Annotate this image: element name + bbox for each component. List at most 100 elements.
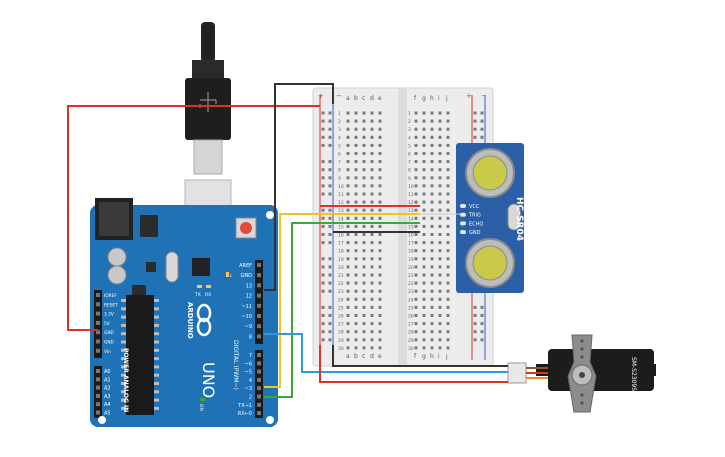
- breadboard-hole[interactable]: [370, 314, 374, 317]
- rail-hole[interactable]: [328, 208, 332, 212]
- breadboard-hole[interactable]: [370, 249, 374, 253]
- breadboard-hole[interactable]: [446, 330, 450, 334]
- breadboard-hole[interactable]: [362, 216, 366, 220]
- breadboard-hole[interactable]: [370, 216, 374, 220]
- rail-hole[interactable]: [480, 338, 484, 342]
- header-pin[interactable]: [96, 330, 100, 335]
- sensor-pin[interactable]: [460, 204, 466, 208]
- rail-hole[interactable]: [321, 289, 325, 293]
- rail-hole[interactable]: [321, 143, 325, 147]
- header-pin[interactable]: [96, 393, 100, 398]
- breadboard-hole[interactable]: [354, 200, 358, 204]
- rail-hole[interactable]: [321, 168, 325, 172]
- rail-hole[interactable]: [321, 305, 325, 309]
- breadboard-hole[interactable]: [354, 305, 358, 309]
- rail-hole[interactable]: [473, 135, 477, 139]
- breadboard-hole[interactable]: [438, 176, 442, 180]
- breadboard-hole[interactable]: [438, 168, 442, 172]
- header-pin[interactable]: [96, 402, 100, 407]
- breadboard-hole[interactable]: [438, 152, 442, 155]
- breadboard-hole[interactable]: [414, 330, 418, 334]
- breadboard-hole[interactable]: [370, 127, 374, 131]
- rail-hole[interactable]: [328, 241, 332, 245]
- breadboard-hole[interactable]: [370, 265, 374, 269]
- breadboard-hole[interactable]: [370, 346, 374, 350]
- breadboard-hole[interactable]: [414, 257, 418, 261]
- breadboard-hole[interactable]: [446, 297, 450, 301]
- rail-hole[interactable]: [328, 265, 332, 269]
- breadboard-hole[interactable]: [446, 233, 450, 236]
- breadboard-hole[interactable]: [438, 249, 442, 253]
- breadboard-hole[interactable]: [414, 208, 418, 212]
- rail-hole[interactable]: [321, 135, 325, 139]
- rail-hole[interactable]: [328, 119, 332, 123]
- rail-hole[interactable]: [480, 330, 484, 334]
- breadboard-hole[interactable]: [362, 224, 366, 228]
- rail-hole[interactable]: [328, 143, 332, 147]
- breadboard-hole[interactable]: [354, 192, 358, 196]
- breadboard-hole[interactable]: [430, 322, 434, 326]
- rail-hole[interactable]: [328, 192, 332, 196]
- breadboard-hole[interactable]: [430, 119, 434, 123]
- rail-hole[interactable]: [328, 322, 332, 326]
- breadboard-hole[interactable]: [354, 135, 358, 139]
- breadboard-hole[interactable]: [362, 168, 366, 172]
- header-pin[interactable]: [257, 303, 261, 308]
- header-pin[interactable]: [257, 386, 261, 391]
- breadboard-hole[interactable]: [422, 224, 426, 228]
- rail-hole[interactable]: [321, 257, 325, 261]
- breadboard-hole[interactable]: [414, 176, 418, 180]
- breadboard-hole[interactable]: [446, 289, 450, 293]
- rail-hole[interactable]: [321, 160, 325, 164]
- breadboard-hole[interactable]: [438, 265, 442, 269]
- wire-trig[interactable]: [264, 213, 420, 388]
- breadboard-hole[interactable]: [414, 160, 418, 164]
- rail-hole[interactable]: [473, 111, 477, 115]
- breadboard-hole[interactable]: [346, 111, 350, 115]
- breadboard-hole[interactable]: [414, 346, 418, 350]
- breadboard-hole[interactable]: [438, 216, 442, 220]
- rail-hole[interactable]: [328, 224, 332, 228]
- breadboard-hole[interactable]: [422, 208, 426, 212]
- rail-hole[interactable]: [321, 281, 325, 285]
- breadboard-hole[interactable]: [438, 184, 442, 188]
- breadboard-hole[interactable]: [378, 265, 382, 269]
- breadboard-hole[interactable]: [354, 233, 358, 236]
- breadboard-hole[interactable]: [354, 111, 358, 115]
- rail-hole[interactable]: [321, 265, 325, 269]
- breadboard-hole[interactable]: [422, 305, 426, 309]
- breadboard-hole[interactable]: [370, 257, 374, 261]
- breadboard-hole[interactable]: [370, 135, 374, 139]
- breadboard-hole[interactable]: [346, 281, 350, 285]
- header-pin[interactable]: [96, 311, 100, 316]
- breadboard-hole[interactable]: [378, 224, 382, 228]
- breadboard-hole[interactable]: [378, 168, 382, 172]
- breadboard-hole[interactable]: [430, 111, 434, 115]
- breadboard-hole[interactable]: [378, 176, 382, 180]
- breadboard-hole[interactable]: [430, 224, 434, 228]
- breadboard-hole[interactable]: [414, 168, 418, 172]
- rail-hole[interactable]: [328, 168, 332, 172]
- rail-hole[interactable]: [480, 305, 484, 309]
- breadboard-hole[interactable]: [378, 127, 382, 131]
- breadboard-hole[interactable]: [438, 346, 442, 350]
- rail-hole[interactable]: [321, 241, 325, 245]
- breadboard-hole[interactable]: [354, 257, 358, 261]
- breadboard-hole[interactable]: [446, 273, 450, 277]
- breadboard-hole[interactable]: [378, 208, 382, 212]
- breadboard-hole[interactable]: [422, 184, 426, 188]
- rail-hole[interactable]: [328, 127, 332, 131]
- rail-hole[interactable]: [473, 119, 477, 123]
- rail-hole[interactable]: [321, 322, 325, 326]
- breadboard-hole[interactable]: [346, 224, 350, 228]
- breadboard-hole[interactable]: [430, 152, 434, 155]
- breadboard-hole[interactable]: [346, 176, 350, 180]
- header-pin[interactable]: [96, 369, 100, 373]
- rail-hole[interactable]: [328, 273, 332, 277]
- breadboard-hole[interactable]: [446, 257, 450, 261]
- breadboard-hole[interactable]: [422, 257, 426, 261]
- breadboard-hole[interactable]: [430, 289, 434, 293]
- breadboard-hole[interactable]: [438, 297, 442, 301]
- breadboard-hole[interactable]: [378, 119, 382, 123]
- header-pin[interactable]: [96, 302, 100, 307]
